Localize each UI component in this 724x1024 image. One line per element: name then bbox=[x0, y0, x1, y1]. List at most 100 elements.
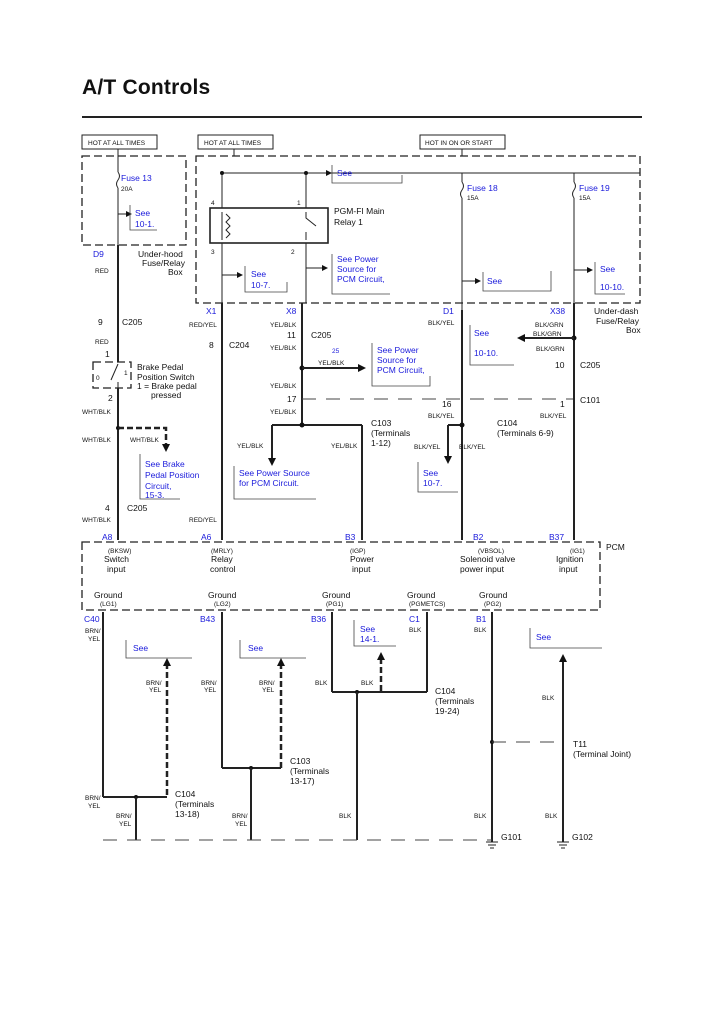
svg-text:BLK: BLK bbox=[542, 695, 555, 702]
svg-text:1: 1 bbox=[560, 399, 565, 409]
ground-g102: G102 bbox=[557, 832, 593, 849]
power-header-3: HOT IN ON OR START bbox=[419, 134, 506, 150]
svg-text:Box: Box bbox=[626, 325, 641, 335]
svg-text:Brake Pedal: Brake Pedal bbox=[137, 362, 183, 372]
svg-text:(BKSW): (BKSW) bbox=[108, 548, 131, 555]
svg-text:input: input bbox=[107, 564, 126, 574]
svg-text:X1: X1 bbox=[206, 306, 217, 316]
svg-text:17: 17 bbox=[287, 394, 297, 404]
svg-text:See: See bbox=[474, 328, 489, 338]
page-title: A/T Controls bbox=[82, 76, 211, 99]
svg-text:See: See bbox=[360, 624, 375, 634]
svg-text:Position Switch: Position Switch bbox=[137, 372, 195, 382]
svg-text:RED: RED bbox=[95, 268, 109, 275]
svg-text:control: control bbox=[210, 564, 236, 574]
svg-text:YEL/BLK: YEL/BLK bbox=[270, 409, 297, 416]
svg-text:See: See bbox=[600, 264, 615, 274]
svg-text:1 = Brake pedal: 1 = Brake pedal bbox=[137, 381, 197, 391]
svg-text:PCM Circuit,: PCM Circuit, bbox=[377, 365, 425, 375]
svg-text:for PCM Circuit.: for PCM Circuit. bbox=[239, 478, 299, 488]
svg-text:Switch: Switch bbox=[104, 554, 129, 564]
underdash-fuse-box bbox=[195, 155, 641, 304]
svg-text:BLK: BLK bbox=[474, 627, 487, 634]
svg-text:11: 11 bbox=[287, 330, 296, 340]
svg-text:WHT/BLK: WHT/BLK bbox=[82, 409, 112, 416]
svg-text:YEL/BLK: YEL/BLK bbox=[237, 443, 264, 450]
svg-text:15A: 15A bbox=[467, 195, 479, 202]
pgm-fi-main-relay: 4 1 3 2 PGM-FI Main Relay 1 bbox=[209, 200, 385, 256]
svg-text:(Terminals 6-9): (Terminals 6-9) bbox=[497, 428, 554, 438]
svg-text:B3: B3 bbox=[345, 532, 356, 542]
svg-text:1: 1 bbox=[105, 349, 110, 359]
svg-text:T11: T11 bbox=[573, 739, 587, 749]
svg-text:See Power: See Power bbox=[337, 254, 379, 264]
svg-text:15A: 15A bbox=[579, 195, 591, 202]
svg-text:10-10.: 10-10. bbox=[600, 282, 624, 292]
svg-text:G101: G101 bbox=[501, 832, 522, 842]
svg-text:BRN/: BRN/ bbox=[85, 795, 101, 802]
svg-text:YEL: YEL bbox=[119, 821, 132, 828]
svg-text:(Terminals: (Terminals bbox=[371, 428, 410, 438]
power-header-2: HOT AT ALL TIMES bbox=[197, 134, 274, 150]
svg-text:19-24): 19-24) bbox=[435, 706, 460, 716]
svg-text:Under-hood: Under-hood bbox=[138, 249, 183, 259]
svg-text:C104: C104 bbox=[175, 789, 196, 799]
svg-text:See Power: See Power bbox=[377, 345, 419, 355]
svg-text:Power: Power bbox=[350, 554, 374, 564]
svg-text:See: See bbox=[133, 643, 148, 653]
svg-text:C205: C205 bbox=[122, 317, 143, 327]
svg-text:BLK/GRN: BLK/GRN bbox=[533, 331, 562, 338]
svg-text:A8: A8 bbox=[102, 532, 113, 542]
svg-text:YEL/BLK: YEL/BLK bbox=[270, 345, 297, 352]
svg-text:BRN/: BRN/ bbox=[201, 680, 217, 687]
svg-text:1: 1 bbox=[124, 370, 128, 377]
svg-text:WHT/BLK: WHT/BLK bbox=[130, 437, 160, 444]
svg-text:Ground: Ground bbox=[479, 590, 508, 600]
svg-text:X8: X8 bbox=[286, 306, 297, 316]
svg-text:10-10.: 10-10. bbox=[474, 348, 498, 358]
svg-text:HOT IN ON OR START: HOT IN ON OR START bbox=[425, 140, 493, 147]
svg-text:1: 1 bbox=[297, 200, 301, 207]
svg-text:(VBSOL): (VBSOL) bbox=[478, 548, 504, 555]
svg-text:15-3.: 15-3. bbox=[145, 490, 164, 500]
svg-text:Circuit,: Circuit, bbox=[145, 481, 171, 491]
svg-text:13-18): 13-18) bbox=[175, 809, 200, 819]
svg-text:14-1.: 14-1. bbox=[360, 634, 379, 644]
svg-text:G102: G102 bbox=[572, 832, 593, 842]
svg-text:Fuse 18: Fuse 18 bbox=[467, 183, 498, 193]
svg-text:Ignition: Ignition bbox=[556, 554, 584, 564]
svg-text:BLK/YEL: BLK/YEL bbox=[428, 320, 455, 327]
svg-text:C103: C103 bbox=[371, 418, 392, 428]
svg-text:(IG1): (IG1) bbox=[570, 548, 585, 555]
svg-text:Source for: Source for bbox=[377, 355, 416, 365]
svg-text:See: See bbox=[487, 276, 502, 286]
svg-text:(PGMETCS): (PGMETCS) bbox=[409, 601, 445, 608]
svg-text:10-7.: 10-7. bbox=[423, 478, 442, 488]
svg-text:Relay: Relay bbox=[211, 554, 233, 564]
svg-text:B2: B2 bbox=[473, 532, 484, 542]
svg-text:PCM Circuit,: PCM Circuit, bbox=[337, 274, 385, 284]
svg-text:Fuse/Relay: Fuse/Relay bbox=[596, 316, 640, 326]
svg-text:C205: C205 bbox=[311, 330, 332, 340]
svg-text:C40: C40 bbox=[84, 614, 100, 624]
svg-text:WHT/BLK: WHT/BLK bbox=[82, 517, 112, 524]
svg-text:2: 2 bbox=[108, 393, 113, 403]
svg-text:(PG2): (PG2) bbox=[484, 601, 501, 608]
svg-text:HOT AT ALL TIMES: HOT AT ALL TIMES bbox=[204, 140, 262, 147]
svg-text:(Terminals: (Terminals bbox=[435, 696, 474, 706]
svg-text:Ground: Ground bbox=[407, 590, 436, 600]
svg-text:Solenoid valve: Solenoid valve bbox=[460, 554, 516, 564]
svg-text:10-7.: 10-7. bbox=[251, 280, 270, 290]
svg-text:BLK/YEL: BLK/YEL bbox=[428, 413, 455, 420]
svg-text:See: See bbox=[251, 269, 266, 279]
svg-text:C104: C104 bbox=[497, 418, 518, 428]
svg-text:YEL/BLK: YEL/BLK bbox=[270, 322, 297, 329]
svg-text:25: 25 bbox=[332, 348, 340, 355]
svg-text:4: 4 bbox=[105, 503, 110, 513]
fuse13-label: Fuse 13 bbox=[121, 173, 152, 183]
svg-text:BLK/GRN: BLK/GRN bbox=[536, 346, 565, 353]
title-rule bbox=[82, 116, 642, 118]
svg-text:10-1.: 10-1. bbox=[135, 219, 154, 229]
svg-text:RED/YEL: RED/YEL bbox=[189, 322, 217, 329]
